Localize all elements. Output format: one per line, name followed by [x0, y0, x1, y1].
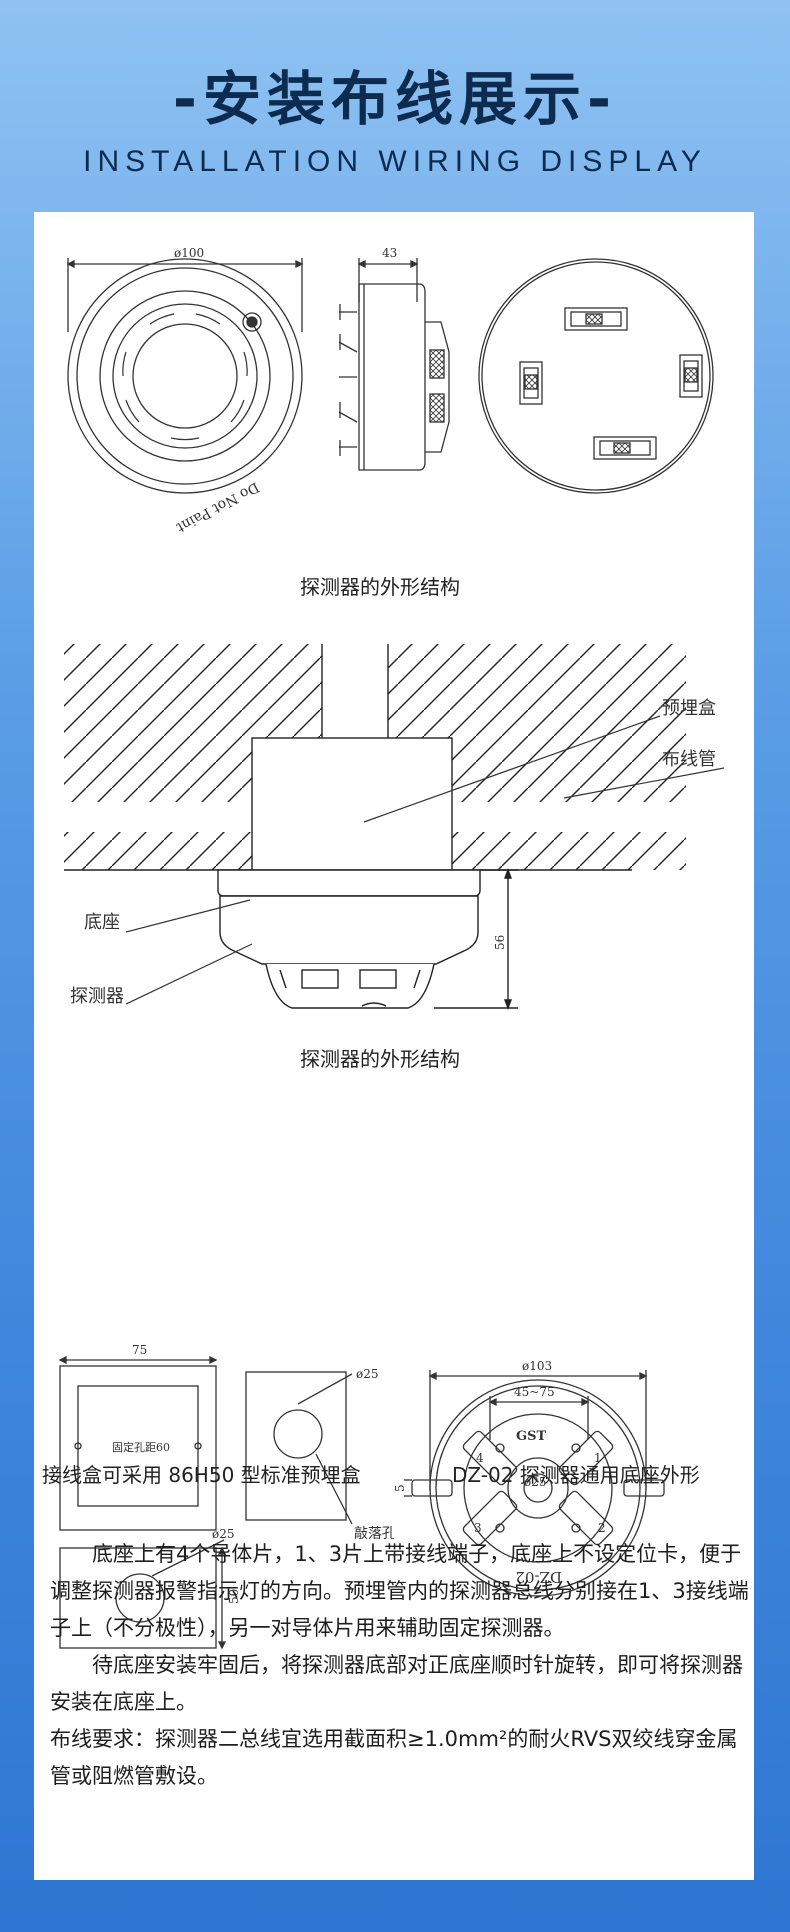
figure1-caption: 探测器的外形结构: [300, 575, 460, 599]
description-text: 底座上有4个导体片，1、3片上带接线端子，底座上不设定位卡，便于调整探测器报警指…: [50, 1536, 750, 1795]
dz02-base-figure: ø103 45~75 GST ø25 5 DZ-02 1 2 3 4: [394, 1359, 665, 1597]
leader-lines: [125, 715, 725, 1005]
base-outer-ring: [429, 1379, 647, 1597]
terminal-label-4: 4: [476, 1451, 484, 1465]
label-detector: 探测器: [70, 986, 124, 1007]
dim-knockout-hole-1: ø25: [356, 1367, 379, 1381]
terminal-label-1: 1: [594, 1451, 602, 1465]
figure2-caption: 探测器的外形结构: [300, 1047, 460, 1071]
box-front-view: [59, 1365, 217, 1531]
terminal-label-2: 2: [598, 1521, 606, 1535]
terminal-label-3: 3: [474, 1521, 482, 1535]
dim-base-diameter: ø103: [522, 1359, 552, 1373]
paragraph-mounting: 待底座安装牢固后，将探测器底部对正底座顺时针旋转，即可将探测器安装在底座上。: [50, 1653, 743, 1714]
detector-bottom-view: [478, 258, 714, 494]
paragraph-wiring-requirements: 布线要求：探测器二总线宜选用截面积≥1.0mm²的耐火RVS双绞线穿金属管或阻燃…: [50, 1727, 738, 1788]
figure4-caption: DZ-02 探测器通用底座外形: [452, 1463, 700, 1487]
dim-slot-width: 5: [394, 1484, 407, 1492]
page-header: -安装布线展示- INSTALLATION WIRING DISPLAY: [0, 0, 790, 212]
detector-side-view: [338, 258, 450, 471]
brand-logo: GST: [516, 1429, 546, 1444]
figure3-caption: 接线盒可采用 86H50 型标准预埋盒: [42, 1463, 361, 1487]
dim-box-height: 50: [227, 1589, 241, 1604]
dim-center-hole: ø25: [524, 1475, 547, 1489]
detector-top-view: [66, 258, 304, 494]
do-not-paint-label: Do Not Paint: [173, 478, 261, 535]
dim-mounting-span: 45~75: [514, 1385, 555, 1399]
detector-structure-figure: ø100 Do Not Paint 43: [66, 246, 714, 536]
base-model-label: DZ-02: [515, 1568, 562, 1586]
content-panel: ø100 Do Not Paint 43: [34, 212, 754, 1880]
dim-knockout-hole-2: ø25: [212, 1527, 235, 1541]
dim-install-height: 56: [493, 935, 507, 950]
dim-top-diameter: ø100: [174, 246, 204, 260]
paragraph-base-conductors: 底座上有4个导体片，1、3片上带接线端子，底座上不设定位卡，便于调整探测器报警指…: [50, 1542, 749, 1640]
detector-base: [217, 869, 481, 897]
page-subtitle: INSTALLATION WIRING DISPLAY: [83, 145, 707, 178]
box-side-view-2: [59, 1547, 217, 1649]
dim-box-width: 75: [132, 1343, 147, 1357]
label-embedded-box: 预埋盒: [662, 698, 716, 719]
terminal-plates: [462, 1430, 614, 1546]
detector-body: [219, 895, 479, 965]
embedded-box: [251, 737, 453, 871]
label-knockout: 敲落孔: [354, 1525, 394, 1542]
label-conduit: 布线管: [662, 749, 716, 770]
junction-box-figure: 75 固定孔距60 ø25 敲落孔 ø25 50: [58, 1343, 394, 1650]
page-title: -安装布线展示-: [172, 65, 618, 133]
label-fixing-hole: 固定孔距60: [112, 1440, 170, 1454]
installation-section-figure: 预埋盒 布线管 底座 探测器 56: [64, 644, 725, 1010]
label-base: 底座: [84, 912, 120, 933]
box-side-view-1: [245, 1371, 347, 1521]
dim-side-height: 43: [382, 246, 397, 260]
